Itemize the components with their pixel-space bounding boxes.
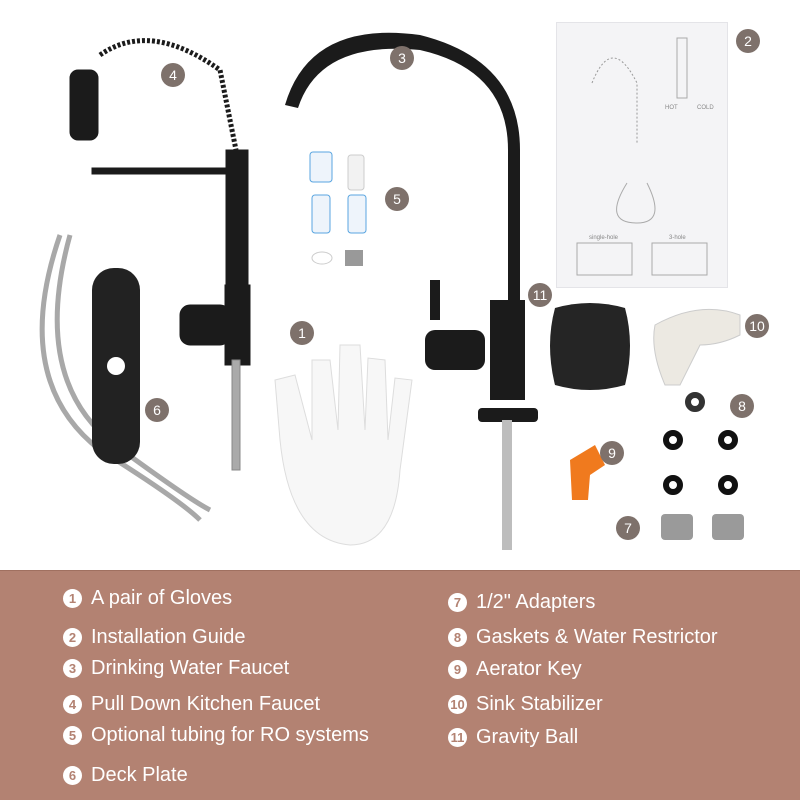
guide-single-hole-label: single-hole <box>589 235 619 241</box>
callout-7: 7 <box>616 516 640 540</box>
legend-number: 5 <box>63 726 82 745</box>
callout-3: 3 <box>390 46 414 70</box>
callout-11: 11 <box>528 283 552 307</box>
guide-diagram <box>576 37 708 276</box>
legend-item: 4 Pull Down Kitchen Faucet <box>63 693 320 716</box>
legend-number: 4 <box>63 695 82 714</box>
legend-label: Gaskets & Water Restrictor <box>476 626 718 648</box>
legend-label: Pull Down Kitchen Faucet <box>91 693 321 715</box>
legend-label: Aerator Key <box>476 658 582 680</box>
callout-4: 4 <box>161 63 185 87</box>
guide-cold-label: COLD <box>697 105 714 111</box>
legend-label: Drinking Water Faucet <box>91 657 290 679</box>
callout-1: 1 <box>290 321 314 345</box>
guide-hot-label: HOT <box>665 105 678 111</box>
legend-item: 11 Gravity Ball <box>448 726 578 749</box>
legend-item: 5 Optional tubing for RO systems <box>63 724 369 747</box>
legend-item: 7 1/2" Adapters <box>448 591 595 614</box>
legend-item: 10 Sink Stabilizer <box>448 693 603 716</box>
deck-plate-hole <box>107 357 125 375</box>
guide-three-hole-label: 3-hole <box>669 235 686 241</box>
callout-5: 5 <box>385 187 409 211</box>
legend-number: 1 <box>63 589 82 608</box>
callout-6: 6 <box>145 398 169 422</box>
legend-item: 8 Gaskets & Water Restrictor <box>448 626 718 649</box>
callout-10: 10 <box>745 314 769 338</box>
legend-label: Installation Guide <box>91 626 246 648</box>
callout-9: 9 <box>600 441 624 465</box>
installation-guide: HOT COLD single-hole 3-hole <box>556 22 728 288</box>
legend-number: 11 <box>448 728 467 747</box>
gloves <box>274 344 413 546</box>
legend-number: 6 <box>63 766 82 785</box>
legend-label: Deck Plate <box>91 764 188 786</box>
legend-number: 2 <box>63 628 82 647</box>
sink-stabilizer <box>653 308 741 386</box>
legend-number: 10 <box>448 695 467 714</box>
gravity-ball <box>550 303 630 390</box>
legend-item: 9 Aerator Key <box>448 658 582 681</box>
legend-item: 2 Installation Guide <box>63 626 246 649</box>
adapter <box>712 514 744 540</box>
legend-number: 8 <box>448 628 467 647</box>
product-illustration <box>39 32 744 550</box>
ro-tubing-fittings <box>309 151 367 266</box>
legend-number: 9 <box>448 660 467 679</box>
product-scene <box>39 32 744 550</box>
aerator-key <box>570 445 605 500</box>
legend-item: 3 Drinking Water Faucet <box>63 657 289 680</box>
callout-2: 2 <box>736 29 760 53</box>
legend-label: Gravity Ball <box>476 726 579 748</box>
pull-down-faucet <box>69 38 251 471</box>
legend-item: 1 A pair of Gloves <box>63 587 232 610</box>
gaskets <box>663 392 738 495</box>
legend-label: Optional tubing for RO systems <box>91 724 369 746</box>
legend-label: A pair of Gloves <box>91 587 233 609</box>
legend-item: 6 Deck Plate <box>63 764 188 787</box>
legend-label: Sink Stabilizer <box>476 693 603 715</box>
drinking-water-faucet <box>285 32 538 550</box>
adapter <box>661 514 693 540</box>
legend-label: 1/2" Adapters <box>476 591 596 613</box>
callout-8: 8 <box>730 394 754 418</box>
legend-number: 7 <box>448 593 467 612</box>
legend-number: 3 <box>63 659 82 678</box>
